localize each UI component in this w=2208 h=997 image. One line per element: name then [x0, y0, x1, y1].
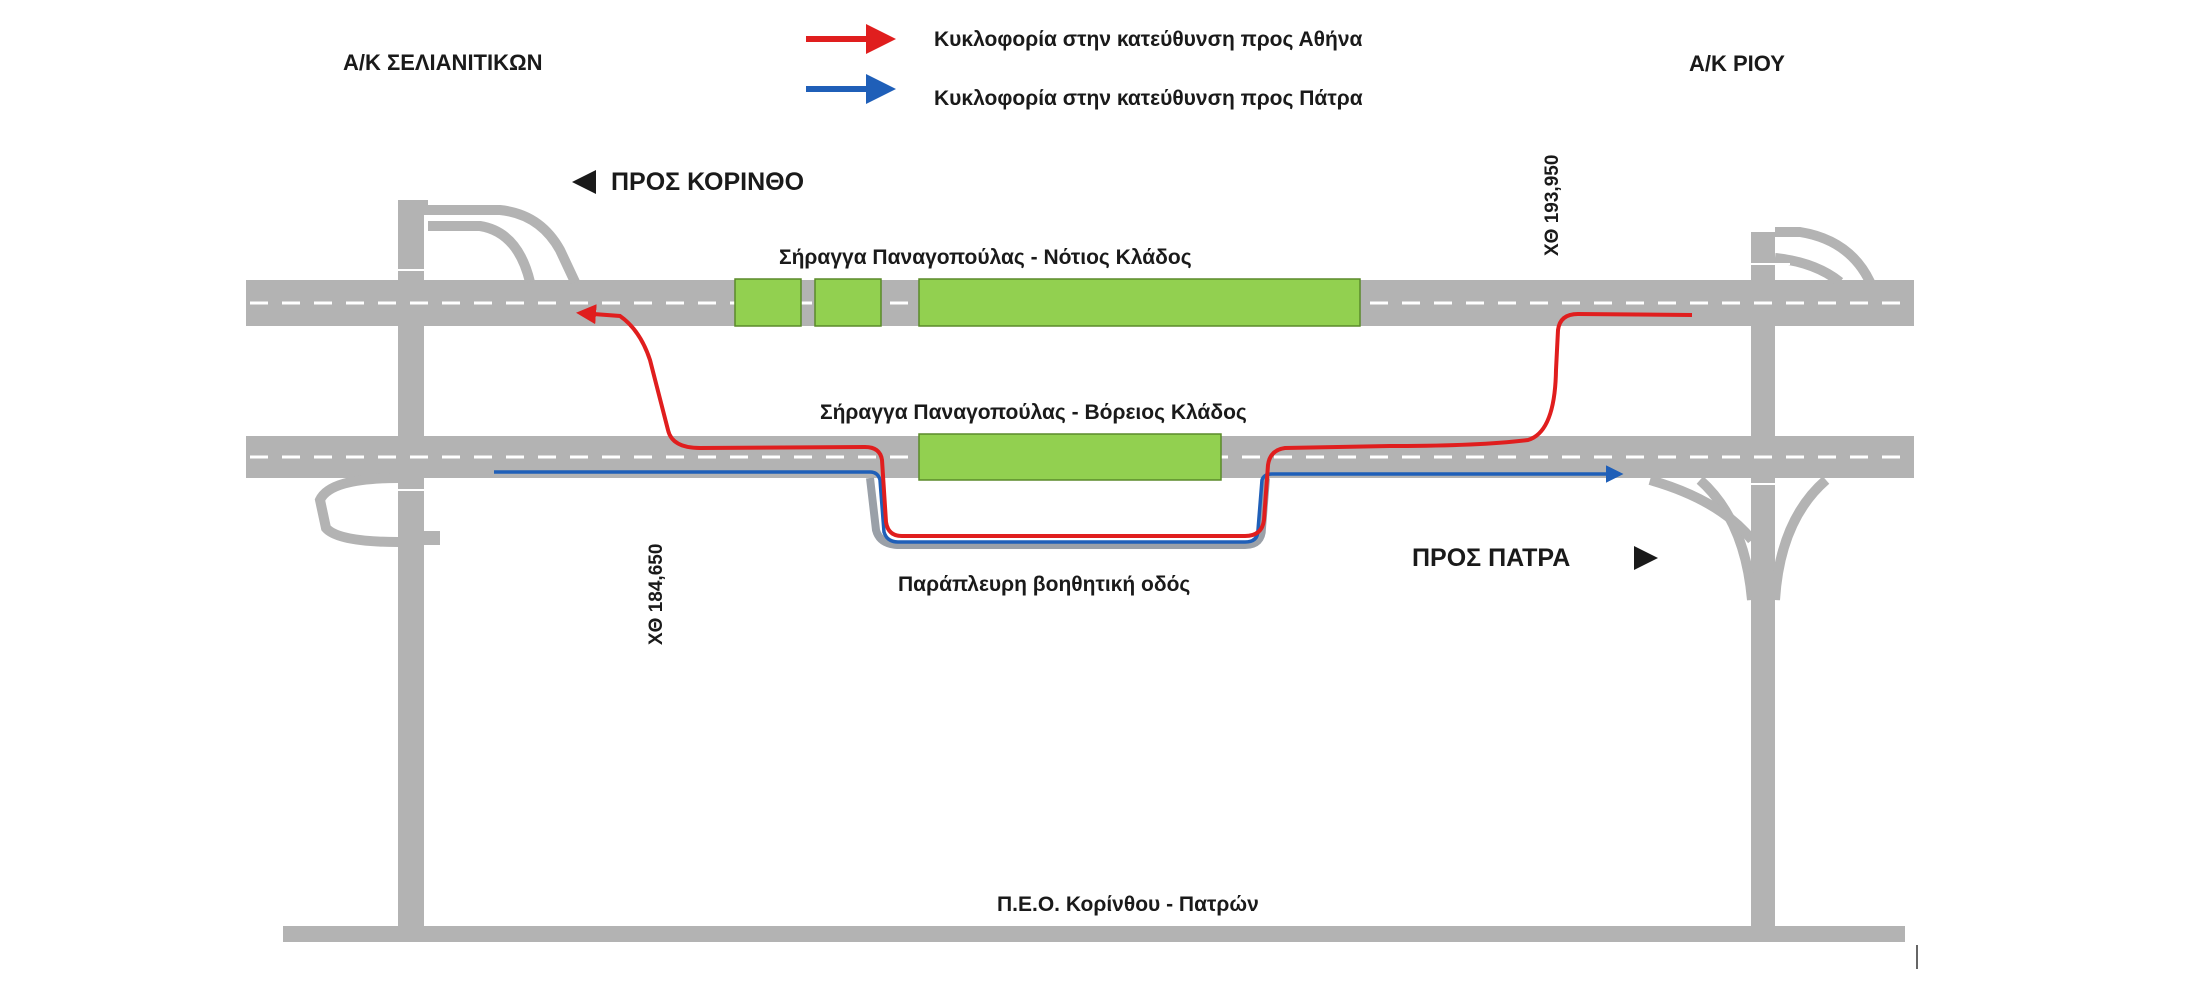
left-interchange-connector — [398, 200, 424, 930]
right-interchange-connector — [1751, 232, 1775, 930]
chainage-end-label: ΧΘ 193,950 — [1542, 155, 1563, 256]
right-interchange-ramp-lines — [1740, 263, 1790, 485]
right-interchange-label: Α/Κ ΡΙΟΥ — [1689, 51, 1785, 76]
legend-athens-label: Κυκλοφορία στην κατεύθυνση προς Αθήνα — [934, 28, 1363, 51]
north-tunnel-main — [918, 433, 1222, 481]
lane-markings — [250, 301, 1910, 459]
to-patra-label: ΠΡΟΣ ΠΑΤΡΑ — [1412, 544, 1570, 572]
legend-patra-label: Κυκλοφορία στην κατεύθυνση προς Πάτρα — [934, 87, 1363, 110]
left-interchange-label: Α/Κ ΣΕΛΙΑΝΙΤΙΚΩΝ — [343, 50, 543, 75]
athens-traffic-route — [576, 304, 1693, 538]
south-tunnel-label: Σήραγγα Παναγοπούλας - Νότιος Κλάδος — [779, 246, 1192, 269]
bottom-right-tick — [1916, 945, 1918, 969]
patra-traffic-route — [494, 465, 1624, 544]
legend: Κυκλοφορία στην κατεύθυνση προς Αθήνα Κυ… — [806, 24, 1363, 110]
side-road — [866, 477, 1270, 549]
chainage-start-label: ΧΘ 184,650 — [646, 544, 667, 645]
south-tunnel-portal-1 — [734, 278, 802, 327]
north-tunnel-label: Σήραγγα Παναγοπούλας - Βόρειος Κλάδος — [820, 401, 1247, 424]
south-tunnel-main — [918, 278, 1361, 327]
left-interchange-ramp-lines — [382, 269, 440, 491]
left-direction-icon — [572, 170, 596, 194]
right-direction-icon — [1634, 546, 1658, 570]
to-korinthos-label: ΠΡΟΣ ΚΟΡΙΝΘΟ — [611, 168, 804, 196]
old-road-label: Π.Ε.Ο. Κορίνθου - Πατρών — [997, 893, 1259, 916]
tunnels — [734, 278, 1361, 481]
left-interchange-stub — [398, 200, 428, 214]
left-interchange-ramps — [314, 205, 580, 547]
side-road-label: Παράπλευρη βοηθητική οδός — [898, 573, 1190, 596]
old-national-road — [283, 926, 1905, 942]
south-tunnel-portal-2 — [814, 278, 882, 327]
right-interchange-ramps — [1648, 227, 1875, 601]
